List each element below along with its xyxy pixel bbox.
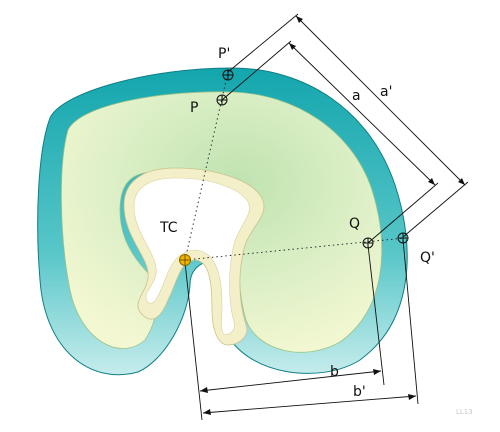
point-q — [362, 237, 374, 249]
arrow-b-prime-start — [203, 409, 211, 415]
arrow-a-end — [428, 178, 435, 185]
dim-line-a-prime — [295, 15, 466, 186]
dim-line-a — [288, 42, 436, 186]
dotted-line-tc-p — [184, 71, 229, 261]
dotted-line-tc-q — [184, 237, 406, 261]
arrow-b-prime-end — [408, 394, 416, 400]
arrow-b-end — [373, 369, 381, 375]
label-p: P — [190, 100, 198, 116]
label-b: b — [330, 364, 339, 380]
label-b-prime: b' — [353, 384, 366, 400]
arrow-a-prime-start — [296, 16, 303, 23]
label-q: Q — [349, 216, 360, 232]
ext-line-q-prime-down — [402, 238, 419, 405]
label-q-prime: Q' — [420, 250, 435, 266]
label-p-prime: P' — [218, 46, 230, 62]
point-p — [216, 94, 228, 106]
hole-white-shape — [133, 177, 250, 335]
ext-line-tc — [184, 261, 203, 421]
ext-line-q-down — [367, 244, 385, 386]
point-tc — [179, 254, 191, 266]
point-p-prime — [222, 69, 234, 81]
label-a: a — [352, 88, 361, 104]
point-q-prime — [397, 232, 409, 244]
label-tc: TC — [159, 220, 178, 236]
label-a-prime: a' — [380, 84, 392, 100]
ext-line-q-prime — [402, 181, 469, 238]
ext-line-q — [367, 182, 439, 244]
watermark: LL13 — [456, 408, 473, 416]
arrow-a-start — [289, 43, 296, 50]
dim-line-b-prime — [202, 395, 417, 414]
dim-line-b — [199, 370, 382, 392]
ext-line-p — [221, 40, 292, 101]
arrow-a-prime-end — [458, 178, 465, 185]
ext-line-p-prime — [227, 13, 299, 73]
arrow-b-start — [200, 387, 208, 393]
